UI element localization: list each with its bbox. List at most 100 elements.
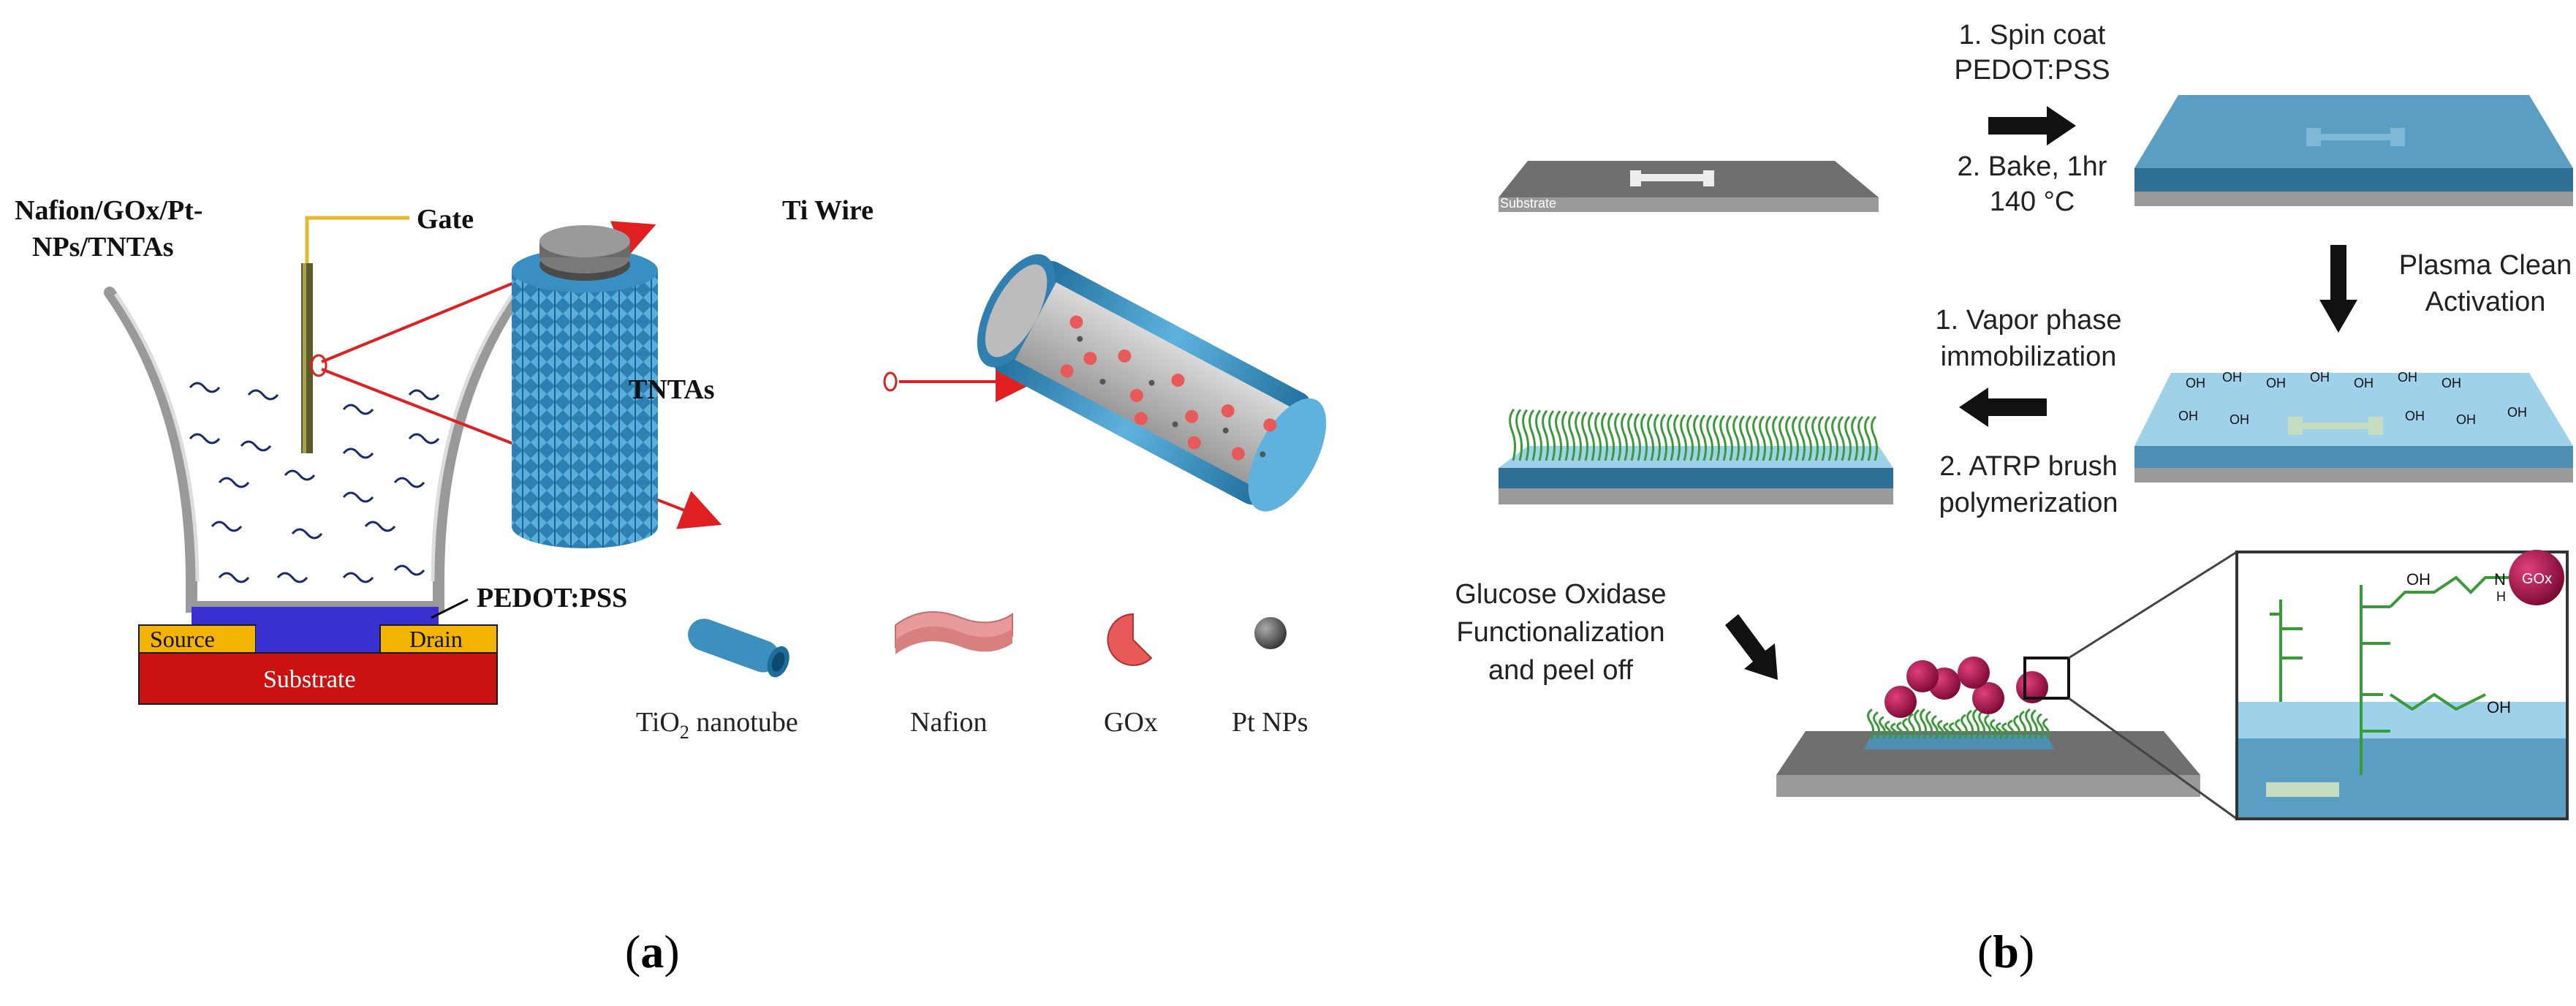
gox-bead (1906, 660, 1939, 692)
pedot-channel (192, 607, 439, 625)
brush-strand (1949, 722, 1957, 739)
legend-pt-label: Pt NPs (1232, 707, 1308, 738)
svg-text:OH: OH (2266, 376, 2286, 390)
svg-text:OH: OH (2406, 570, 2431, 589)
brush-strand (1746, 415, 1754, 461)
brush-strand (1890, 722, 1898, 740)
beaker (104, 287, 525, 613)
brush-strand (1594, 412, 1602, 461)
svg-text:OH: OH (2310, 370, 2330, 385)
brush-strand (1719, 415, 1727, 461)
brush-strand (1759, 415, 1767, 461)
brush-strand (1896, 722, 1904, 739)
brush-strand (1575, 411, 1583, 461)
brush-strand (1509, 408, 1517, 461)
gate-wire (305, 216, 409, 263)
brush-strand (1867, 708, 1875, 739)
brush-strand (1555, 410, 1563, 461)
brush-strand (1984, 714, 1992, 739)
brush-strand (1943, 722, 1951, 739)
brush-strand (2042, 718, 2050, 739)
brush-strand (1535, 409, 1543, 461)
brush-strand (1680, 414, 1688, 461)
gox-bead (1958, 657, 1990, 689)
svg-text:OH: OH (2222, 370, 2242, 385)
brush-strand (1693, 414, 1701, 461)
brush-strand (2001, 722, 2009, 739)
source-contact (138, 624, 257, 654)
brush-strand (1548, 410, 1556, 461)
gox-bead (1884, 686, 1917, 718)
brush-strand (1955, 719, 1963, 739)
svg-text:OH: OH (2398, 370, 2417, 385)
step1-line3: 2. Bake, 1hr (1958, 151, 2107, 182)
brush-strand (1528, 409, 1537, 461)
legend-nafion-icon (895, 611, 1013, 654)
pedot-under (256, 625, 380, 653)
brush-strand (1660, 413, 1668, 461)
svg-text:OH: OH (2456, 412, 2476, 427)
brush-strand (1851, 415, 1859, 461)
brush-strand (1732, 415, 1740, 461)
brush-strand (1879, 716, 1887, 739)
brush-strand (1588, 411, 1596, 461)
brush-strand (1844, 415, 1852, 461)
brush-strand (1772, 415, 1780, 461)
brush-strand (1614, 412, 1622, 461)
brush-strand (1920, 708, 1928, 739)
step2-line2: Activation (2425, 287, 2546, 317)
brush-strand (1515, 409, 1523, 461)
oh-groups: OH OH OH OH OH OH OH OH OH OH OH OH (2178, 370, 2527, 427)
brush-strand (1785, 415, 1793, 461)
brush-strand (1818, 415, 1826, 461)
brush-strand (1937, 719, 1945, 739)
brush-strand (1902, 717, 1910, 739)
brush-strand (1765, 415, 1773, 461)
ti-wire-tntas (512, 225, 658, 548)
final-brush (1867, 708, 2050, 740)
inset-gox-bead (2509, 550, 2564, 605)
brush-strand (1621, 412, 1629, 461)
zoom-region-marker (2023, 657, 2070, 700)
brush-strand (1739, 415, 1747, 461)
step3-line1: 1. Vapor phase (1936, 305, 2122, 336)
brush-strand (1726, 415, 1734, 461)
brush-strand (1871, 415, 1879, 461)
brush-strand (1825, 415, 1833, 461)
brush-strand (1686, 414, 1694, 461)
brush-strand (1978, 710, 1986, 739)
brush-strand (1581, 411, 1589, 461)
step3-line4: polymerization (1939, 488, 2118, 518)
brush-strand (1634, 412, 1642, 461)
drain-label: Drain (409, 626, 463, 652)
gate-label: Gate (417, 204, 474, 235)
substrate-label-a: Substrate (263, 666, 356, 693)
pedot-label: PEDOT:PSS (477, 583, 627, 613)
brush-strand (1966, 709, 1974, 739)
brush-strand (1972, 708, 1980, 739)
step2-line1: Plasma Clean (2399, 250, 2572, 281)
brush-strand (2013, 714, 2021, 739)
brush-strand (1805, 415, 1813, 461)
brush-strand (1961, 714, 1969, 739)
brush-substrate (1499, 446, 1893, 504)
brush-strand (1798, 415, 1806, 461)
bare-substrate (1499, 161, 1879, 212)
step3-line3: 2. ATRP brush (1939, 451, 2118, 482)
gox-bead (1972, 682, 2004, 714)
polymer-brush (1509, 408, 1879, 461)
brush-strand (1667, 414, 1675, 461)
brush-strand (1627, 412, 1635, 461)
brush-strand (1640, 413, 1648, 461)
step4-line1: Glucose Oxidase (1455, 579, 1666, 610)
legend-gox-label: GOx (1104, 707, 1158, 738)
arrow-step3 (1959, 387, 2047, 427)
svg-text:GOx: GOx (2522, 571, 2552, 587)
final-substrate (1776, 731, 2200, 797)
step1-line2: PEDOT:PSS (1954, 55, 2110, 86)
brush-strand (2037, 713, 2045, 739)
brush-strand (2031, 709, 2039, 739)
tntas-label: TNTAs (629, 374, 715, 405)
legend-tio2-icon (688, 619, 789, 678)
